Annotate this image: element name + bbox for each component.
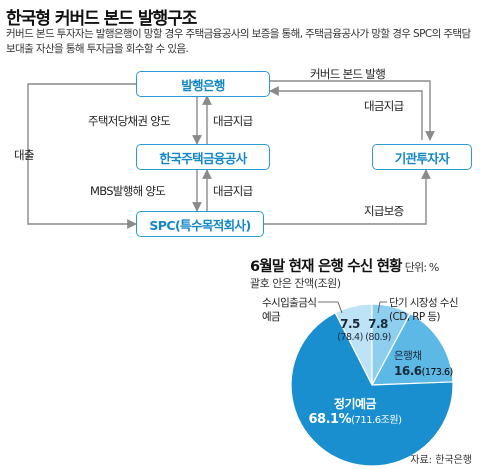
label-payment-2: 대금지급 bbox=[213, 184, 253, 198]
slice-time-deposit-value: 68.1%(711.6조원) bbox=[308, 412, 403, 427]
slice-label-short-term: 단기 시장성 수신 (CD, RP 등) bbox=[389, 297, 459, 323]
issuing-bank-node: 발행은행 bbox=[136, 71, 270, 97]
slice-bank-bond: 은행채 16.6(173.6) bbox=[394, 350, 474, 379]
page-title: 한국형 커버드 본드 발행구조 bbox=[6, 9, 197, 29]
slice-amount-demand-deposit: (78.4) bbox=[337, 332, 363, 343]
pie-slice-time-deposit bbox=[290, 312, 454, 467]
institutional-investor-node: 기관투자자 bbox=[372, 144, 472, 170]
label-payment-1: 대금지급 bbox=[213, 114, 253, 128]
pie-slice-bank-bond bbox=[370, 312, 454, 386]
label-loan: 대출 bbox=[14, 148, 34, 162]
slice-time-deposit: 정기예금 68.1%(711.6조원) bbox=[300, 398, 410, 427]
slice-value-demand-deposit: 7.5 (78.4) bbox=[330, 318, 370, 344]
khfc-node: 한국주택금융공사 bbox=[136, 144, 270, 170]
slice-label-demand-deposit: 수시입출금식 예금 bbox=[262, 297, 317, 323]
label-mbs-transfer: MBS발행해 양도 bbox=[90, 184, 166, 198]
label-guarantee: 지급보증 bbox=[364, 204, 404, 218]
label-mortgage-transfer: 주택저당채권 양도 bbox=[88, 114, 171, 128]
label-payment-3: 대금지급 bbox=[364, 99, 404, 113]
spc-node: SPC(특수목적회사) bbox=[136, 211, 264, 237]
pie-subtitle: 괄호 안은 잔액(조원) bbox=[250, 277, 341, 290]
slice-bank-bond-value: 16.6(173.6) bbox=[394, 364, 453, 379]
slice-value-short-term: 7.8 (80.9) bbox=[358, 318, 398, 344]
label-covered-bond-issue: 커버드 본드 발행 bbox=[310, 67, 386, 81]
source-note: 자료: 한국은행 bbox=[410, 455, 472, 466]
pie-unit: 단위: % bbox=[404, 261, 440, 274]
slice-amount-short-term: (80.9) bbox=[365, 332, 391, 343]
page-description: 커버드 본드 투자자는 발행은행이 망할 경우 주택금융공사의 보증을 통해, … bbox=[6, 28, 471, 55]
